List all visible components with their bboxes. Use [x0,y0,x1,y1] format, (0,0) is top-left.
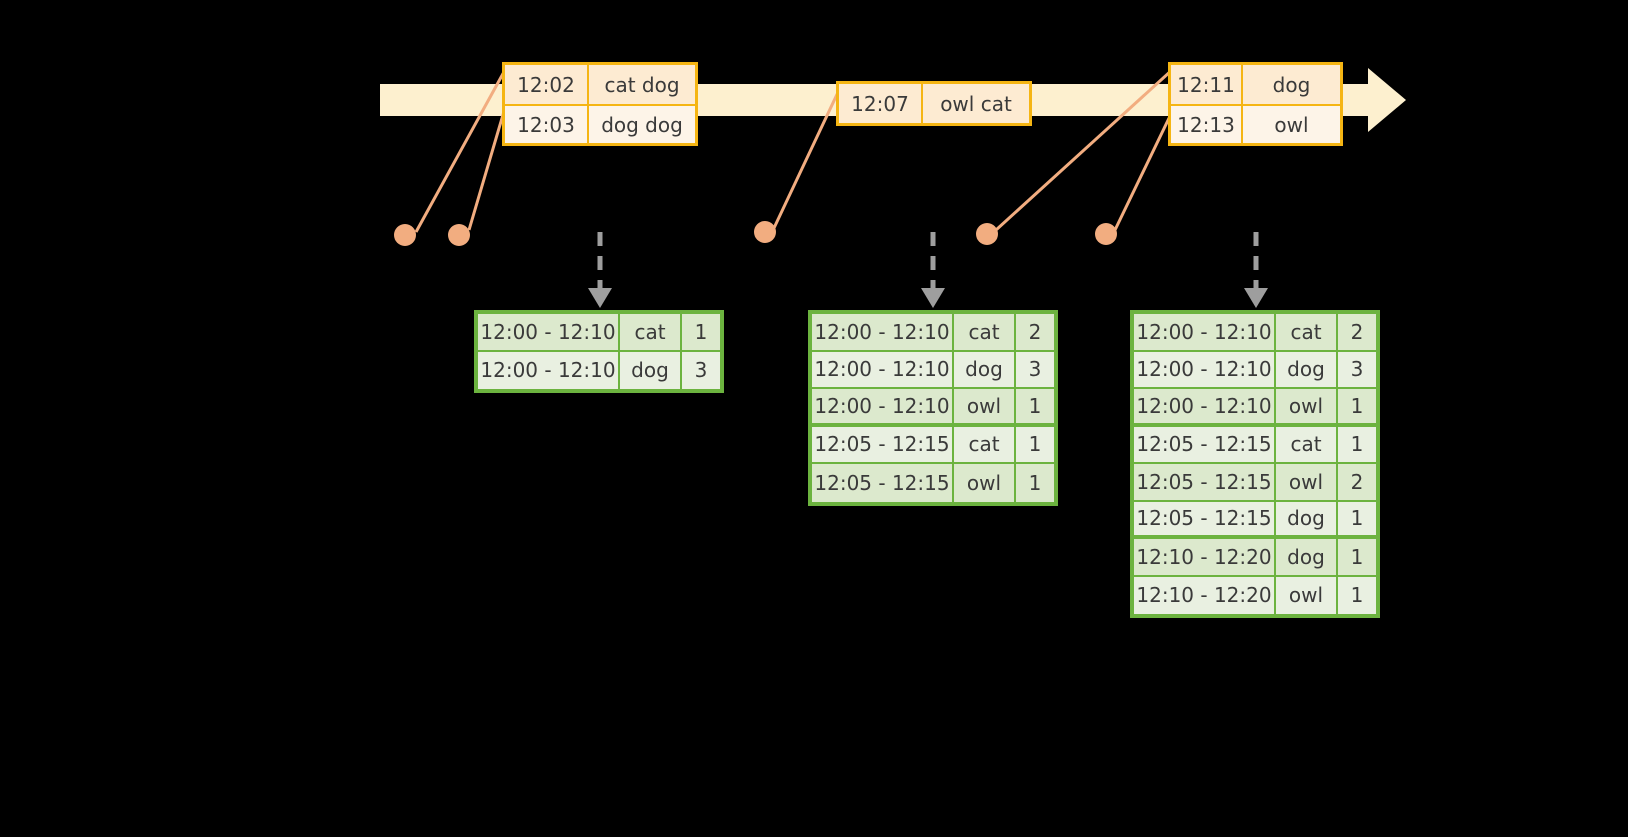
word-cell: owl [1276,389,1338,423]
count-cell: 1 [1350,432,1364,457]
event-time: 12:03 [505,106,589,143]
word-cell: dog [620,351,682,389]
event-time: 12:07 [839,84,923,123]
window-range-cell: 12:05 - 12:15 [1134,501,1276,535]
word-cell: dog [954,351,1016,387]
event-group-3[interactable]: 12:11 dog 12:13 owl [1168,62,1343,146]
count-cell: 1 [1350,583,1364,608]
count-cell: 2 [1350,319,1364,344]
event-value: cat dog [604,72,680,97]
marker-12-03[interactable] [448,224,470,246]
marker-12-02[interactable] [394,224,416,246]
window-range-cell: 12:00 - 12:10 [1134,351,1276,387]
marker-12-13[interactable] [1095,223,1117,245]
window-range-cell: 12:00 - 12:10 [1134,389,1276,423]
word-cell: dog [1276,501,1338,535]
count-cell: 3 [694,358,708,383]
event-time: 12:11 [1171,65,1243,104]
event-value: dog [1272,72,1311,97]
word-cell: cat [954,426,1016,462]
event-value: owl cat [940,91,1012,116]
window-range-cell: 12:05 - 12:15 [812,464,954,502]
count-cell: 1 [1028,432,1042,457]
word-cell: owl [1276,464,1338,500]
window-range-cell: 12:00 - 12:10 [812,389,954,423]
count-cell: 3 [1350,357,1364,382]
timeline-arrowhead-icon [1368,68,1406,132]
window-range-cell: 12:00 - 12:10 [812,351,954,387]
connector-line-2 [467,107,507,231]
event-value: dog dog [601,112,683,137]
event-row[interactable]: 12:07 owl cat [839,84,1029,123]
window-range-cell: 12:05 - 12:15 [1134,464,1276,500]
event-value: owl [1274,112,1309,137]
word-cell: cat [1276,314,1338,350]
window-range-cell: 12:00 - 12:10 [478,351,620,389]
event-row[interactable]: 12:13 owl [1171,104,1340,143]
event-group-1[interactable]: 12:02 cat dog 12:03 dog dog [502,62,698,146]
window-range-cell: 12:00 - 12:10 [812,314,954,350]
count-cell: 1 [1350,544,1364,569]
event-row[interactable]: 12:02 cat dog [505,65,695,104]
window-range-cell: 12:05 - 12:15 [812,426,954,462]
event-group-2[interactable]: 12:07 owl cat [836,81,1032,126]
marker-12-11[interactable] [976,223,998,245]
word-cell: cat [620,314,682,350]
event-time: 12:02 [505,65,589,104]
count-cell: 1 [1028,470,1042,495]
window-range-cell: 12:05 - 12:15 [1134,426,1276,462]
connector-line-5 [1113,111,1174,231]
window-range-cell: 12:10 - 12:20 [1134,539,1276,575]
count-cell: 1 [1350,506,1364,531]
flow-arrow-head-2 [921,288,945,308]
word-cell: dog [1276,539,1338,575]
window-range-cell: 12:00 - 12:10 [1134,314,1276,350]
flow-arrow-head-1 [588,288,612,308]
word-cell: cat [1276,426,1338,462]
word-cell: owl [954,464,1016,502]
count-cell: 1 [1350,393,1364,418]
marker-12-07[interactable] [754,221,776,243]
flow-arrow-head-3 [1244,288,1268,308]
count-cell: 1 [694,319,708,344]
window-range-cell: 12:00 - 12:10 [478,314,620,350]
count-cell: 2 [1350,469,1364,494]
word-cell: dog [1276,351,1338,387]
word-cell: cat [954,314,1016,350]
event-row[interactable]: 12:11 dog [1171,65,1340,104]
count-cell: 3 [1028,357,1042,382]
word-cell: owl [954,389,1016,423]
window-range-cell: 12:10 - 12:20 [1134,576,1276,614]
word-cell: owl [1276,576,1338,614]
count-cell: 2 [1028,319,1042,344]
event-row[interactable]: 12:03 dog dog [505,104,695,143]
event-time: 12:13 [1171,106,1243,143]
count-cell: 1 [1028,393,1042,418]
